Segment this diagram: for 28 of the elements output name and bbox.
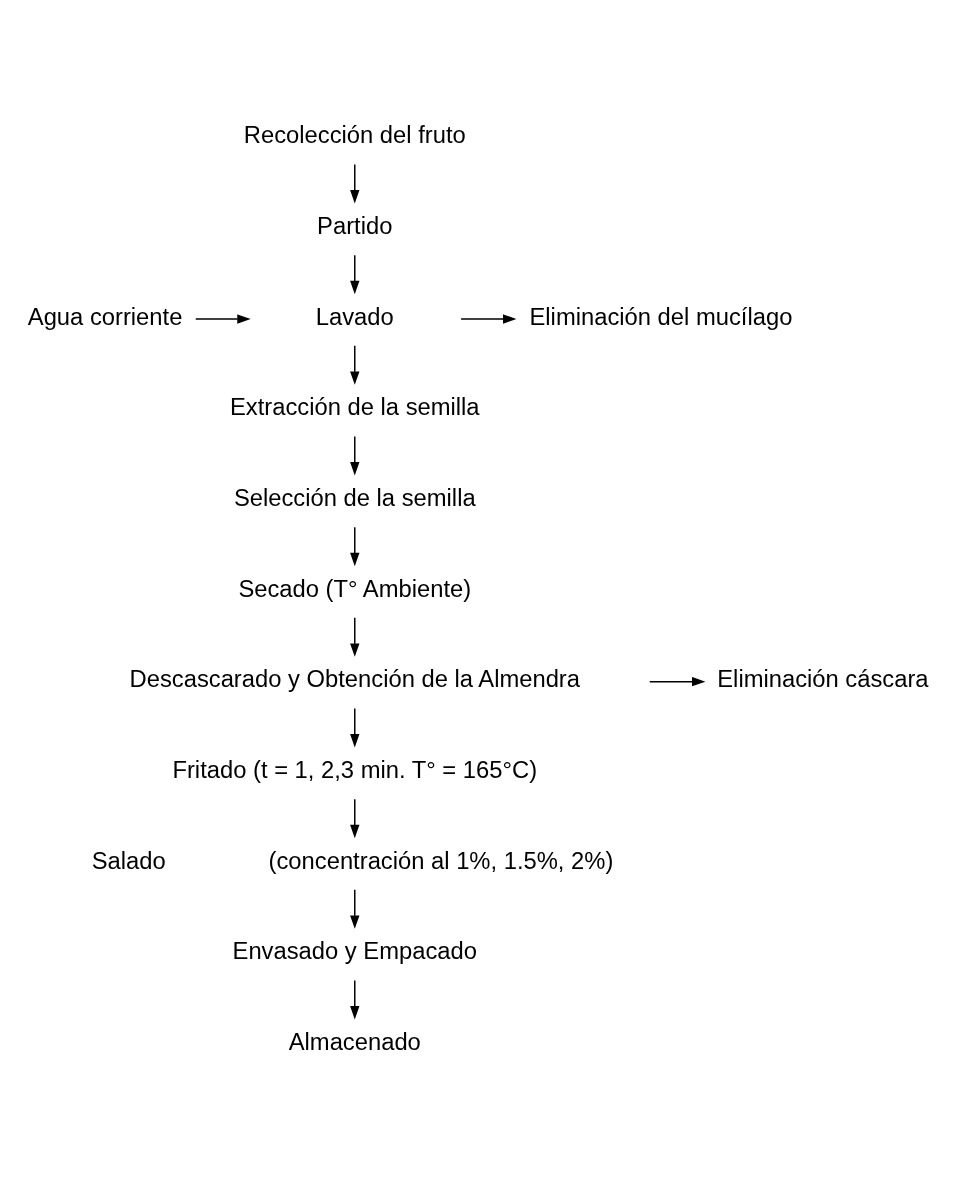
arrow (350, 617, 360, 657)
node-text: Envasado y Empacado (232, 937, 477, 965)
node-text: Eliminación del mucílago (529, 302, 793, 330)
node-text: Salado (91, 846, 166, 874)
arrow (350, 979, 360, 1020)
node-text: Recolección del fruto (243, 121, 466, 149)
node-text: Fritado (t = 1, 2,3 min. T° = 165°C) (172, 755, 538, 783)
arrow (350, 707, 360, 748)
node-text: Partido (317, 212, 393, 240)
arrow (350, 526, 360, 567)
node-text: Descascarado y Obtención de la Almendra (129, 665, 581, 693)
arrow (350, 163, 360, 204)
node-text: Selección de la semilla (233, 483, 476, 511)
node-text: Agua corriente (27, 302, 183, 330)
arrow (350, 254, 360, 295)
arrow (350, 798, 360, 839)
arrow (350, 345, 360, 385)
node-text: Almacenado (288, 1027, 421, 1055)
arrow (350, 435, 360, 476)
arrow (649, 676, 706, 687)
node-text: Eliminación cáscara (717, 665, 929, 693)
arrow (460, 314, 517, 324)
node-text: Lavado (315, 302, 394, 330)
node-label: (concentración al 1%, 1.5%, 2%) (268, 846, 614, 874)
arrow (350, 889, 360, 929)
node-text: Extracción de la semilla (229, 393, 480, 421)
node-text: Secado (T° Ambiente) (238, 574, 472, 602)
arrow (195, 314, 251, 324)
